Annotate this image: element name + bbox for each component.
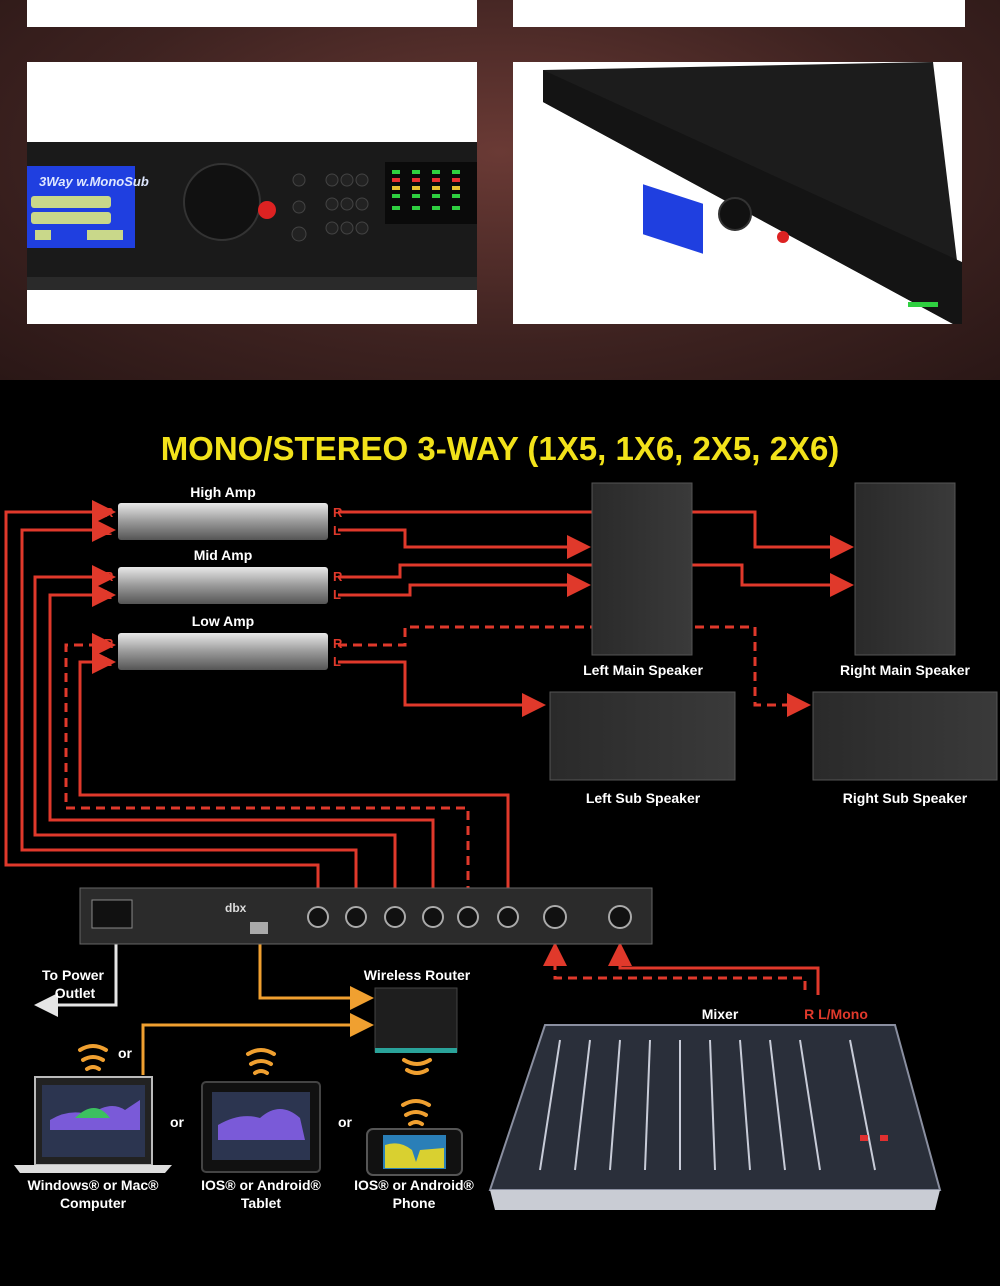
right-main-speaker: Right Main Speaker	[840, 482, 971, 678]
or-label: or	[118, 1045, 133, 1061]
power-label: Outlet	[55, 985, 96, 1001]
channel-l-label: L	[333, 587, 341, 602]
channel-l-label: L	[333, 523, 341, 538]
device-label: Tablet	[241, 1195, 282, 1211]
speaker-label: Right Main Speaker	[840, 662, 970, 678]
amp-label: High Amp	[190, 484, 256, 500]
power-inlet-icon	[91, 899, 133, 929]
amp-mid: Mid Amp R L R L	[104, 547, 343, 604]
speaker-label: Left Sub Speaker	[586, 790, 701, 806]
xlr-output-jacks	[307, 905, 632, 929]
channel-l-label: L	[333, 654, 341, 669]
left-sub-speaker: Left Sub Speaker	[549, 691, 736, 806]
channel-r-label: R	[104, 569, 114, 584]
ethernet-port-icon	[250, 922, 268, 934]
processor-brand: dbx	[225, 901, 247, 915]
diagram-title: MONO/STEREO 3-WAY (1X5, 1X6, 2X5, 2X6)	[161, 430, 840, 467]
product-photo-angled	[513, 62, 962, 324]
wifi-icon	[246, 1048, 276, 1075]
channel-l-label: L	[104, 523, 112, 538]
tablet: IOS® or Android® Tablet	[201, 1081, 322, 1211]
signal-wiring	[4, 500, 854, 995]
mixer-label: Mixer	[702, 1006, 739, 1022]
wifi-icon	[78, 1044, 108, 1071]
device-label: Phone	[393, 1195, 436, 1211]
amp-low: Low Amp R L R L	[104, 613, 343, 670]
amp-label: Mid Amp	[194, 547, 253, 563]
right-sub-speaker: Right Sub Speaker	[812, 691, 998, 806]
system-diagram: MONO/STEREO 3-WAY (1X5, 1X6, 2X5, 2X6)	[0, 380, 1000, 1281]
or-label: or	[338, 1114, 353, 1130]
device-label: Windows® or Mac®	[28, 1177, 160, 1193]
laptop-computer: Windows® or Mac® Computer	[14, 1076, 172, 1211]
product-photo-top-left	[27, 0, 477, 27]
channel-r-label: R	[333, 505, 343, 520]
mixer-console: Mixer R L/Mono	[488, 1006, 942, 1210]
router-label: Wireless Router	[364, 967, 471, 983]
wireless-router: Wireless Router	[364, 967, 471, 1053]
channel-r-label: R	[333, 569, 343, 584]
product-photo-top-right	[513, 0, 965, 27]
channel-r-label: R	[104, 636, 114, 651]
channel-r-label: R	[333, 636, 343, 651]
speaker-label: Left Main Speaker	[583, 662, 703, 678]
channel-l-label: L	[104, 654, 112, 669]
left-main-speaker: Left Main Speaker	[583, 482, 703, 678]
amp-high: High Amp R L R L	[104, 484, 343, 540]
product-photo-front-closeup: 3Way w.MonoSub	[27, 62, 477, 324]
mixer-outputs-label: R L/Mono	[804, 1006, 868, 1022]
channel-r-label: R	[104, 505, 114, 520]
power-line	[34, 920, 118, 1017]
amp-label: Low Amp	[192, 613, 254, 629]
device-label: IOS® or Android®	[201, 1177, 321, 1193]
phone: IOS® or Android® Phone	[354, 1128, 475, 1211]
processor-rear-panel: dbx	[79, 887, 653, 945]
knob-icon	[183, 163, 261, 241]
speaker-label: Right Sub Speaker	[843, 790, 968, 806]
channel-l-label: L	[104, 587, 112, 602]
power-label: To Power	[42, 967, 105, 983]
network-wiring	[141, 932, 374, 1075]
wifi-icon	[401, 1058, 432, 1126]
device-label: Computer	[60, 1195, 127, 1211]
or-label: or	[170, 1114, 185, 1130]
product-gallery: 3Way w.MonoSub	[0, 0, 1000, 380]
device-label: IOS® or Android®	[354, 1177, 474, 1193]
device-screen-text: 3Way w.MonoSub	[39, 174, 149, 189]
